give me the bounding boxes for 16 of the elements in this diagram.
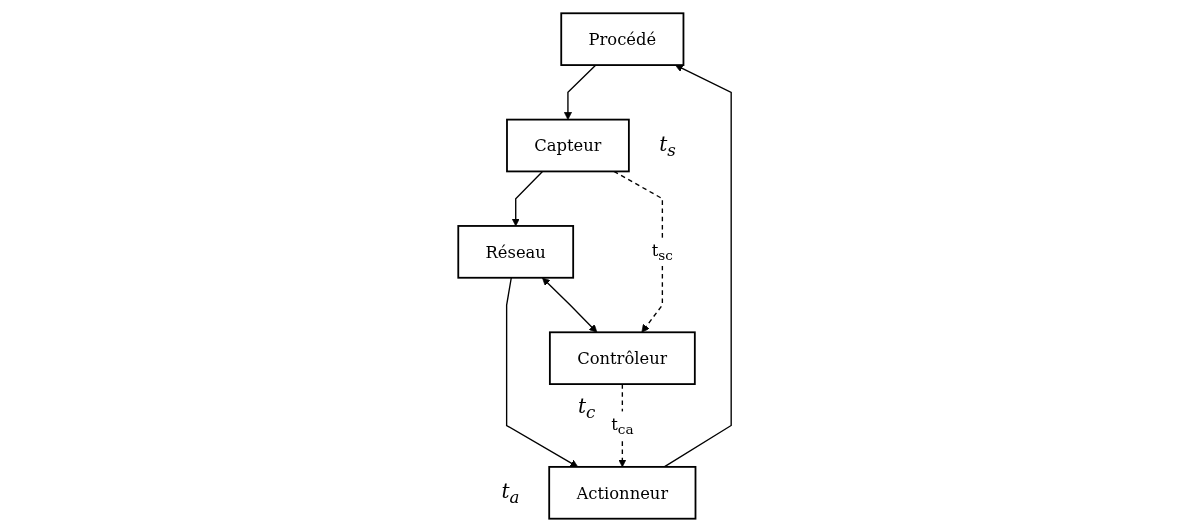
arrow xyxy=(613,170,664,333)
edge-label: t$_{ca}$ xyxy=(611,414,634,438)
edge-label: t$_{sc}$ xyxy=(652,240,674,264)
node-box: Actionneur xyxy=(548,466,697,520)
node-box: Procédé xyxy=(560,12,685,66)
time-label: t$_{a}$ xyxy=(501,478,520,507)
time-label: t$_{s}$ xyxy=(659,131,676,160)
time-label: t$_{c}$ xyxy=(577,394,596,423)
arrow xyxy=(663,64,733,468)
node-box: Contrôleur xyxy=(549,331,696,386)
arrow xyxy=(542,277,598,333)
node-box: Capteur xyxy=(506,118,631,173)
arrow xyxy=(506,277,579,468)
arrow xyxy=(564,64,597,120)
node-box: Réseau xyxy=(457,225,575,279)
arrow xyxy=(512,170,544,227)
